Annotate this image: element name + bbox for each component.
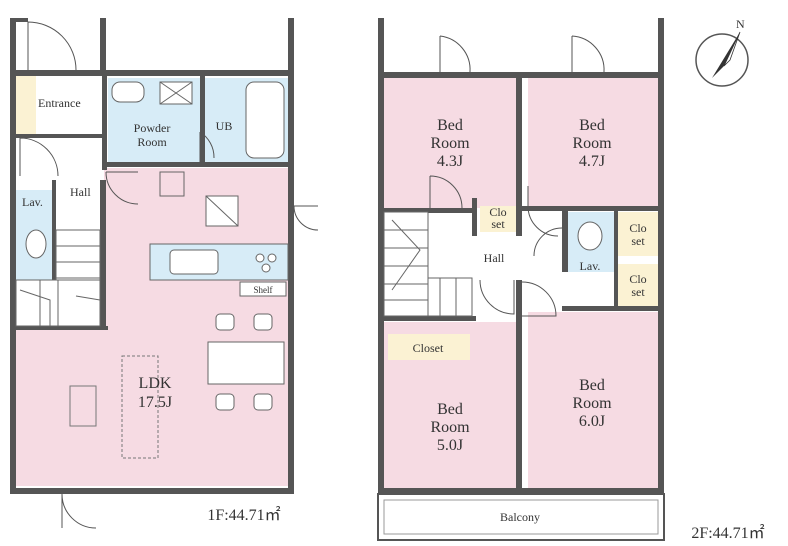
label-closet-big: Closet xyxy=(413,341,444,355)
label-bed2-l2: Room xyxy=(572,135,612,152)
closet-big-area xyxy=(388,334,470,360)
north-arrow-icon: N xyxy=(695,17,749,87)
label-bed3-l1: Bed xyxy=(437,401,463,418)
label-closet3-l2: set xyxy=(631,285,645,299)
label-shelf: Shelf xyxy=(254,285,273,295)
hall-2f-area xyxy=(428,236,562,278)
label-bed4-l2: Room xyxy=(572,395,612,412)
label-closet2-l2: set xyxy=(631,234,645,248)
shelf-box xyxy=(239,281,287,297)
closet-3-area xyxy=(618,264,658,308)
label-ldk-1: LDK xyxy=(139,375,172,392)
label-powder-1: Powder xyxy=(134,121,171,135)
stove-icon xyxy=(255,253,265,263)
lav-sink-2f-icon xyxy=(577,221,603,251)
bedroom-4-7j-area xyxy=(528,78,658,208)
label-bed2-l3: 4.7J xyxy=(579,153,605,170)
kitchen-sink-icon xyxy=(169,249,219,275)
label-bed1-l2: Room xyxy=(430,135,470,152)
label-bed1-l3: 4.3J xyxy=(437,153,463,170)
closet-2-area xyxy=(618,212,658,256)
label-closet1-l1: Clo xyxy=(489,205,506,219)
label-lav-2f: Lav. xyxy=(580,259,601,273)
bathtub-icon xyxy=(245,81,285,159)
bedroom-4-3j-area xyxy=(384,78,516,208)
sofa-outline xyxy=(121,355,159,459)
label-ub: UB xyxy=(216,119,233,133)
bedroom-6-0j-area xyxy=(528,312,658,488)
floor-1: Entrance Powder Room UB Hall Lav. Shelf … xyxy=(10,18,319,529)
label-hall-1f: Hall xyxy=(70,185,91,199)
label-hall-2f: Hall xyxy=(484,251,505,265)
compass-label: N xyxy=(736,17,745,31)
dining-table-icon xyxy=(207,341,285,385)
balcony-area xyxy=(377,493,665,541)
lav-sink-icon xyxy=(25,229,47,259)
label-ldk-2: 17.5J xyxy=(138,394,172,411)
stairs-1f xyxy=(15,229,101,327)
label-bed3-l2: Room xyxy=(430,419,470,436)
tv-board-outline xyxy=(69,385,97,427)
floor-2: Bed Room 4.3J Bed Room 4.7J Bed Room 5.0… xyxy=(377,18,765,542)
label-bed3-l3: 5.0J xyxy=(437,437,463,454)
label-balcony: Balcony xyxy=(500,510,540,524)
label-closet3-l1: Clo xyxy=(629,272,646,286)
sink-icon xyxy=(111,81,145,103)
floor2-area-label: 2F:44.71㎡ xyxy=(691,524,764,542)
label-bed4-l3: 6.0J xyxy=(579,413,605,430)
label-bed1-l1: Bed xyxy=(437,117,463,134)
label-bed4-l1: Bed xyxy=(579,377,605,394)
stairs-2f xyxy=(383,211,473,317)
closet-1-area xyxy=(480,206,516,232)
label-bed2-l1: Bed xyxy=(579,117,605,134)
label-powder-2: Room xyxy=(137,135,167,149)
label-closet1-l2: set xyxy=(491,217,505,231)
label-lav-1f: Lav. xyxy=(22,195,43,209)
vent-icon-2 xyxy=(159,171,185,197)
label-closet2-l1: Clo xyxy=(629,221,646,235)
floor1-area-label: 1F:44.71㎡ xyxy=(207,506,280,524)
label-entrance: Entrance xyxy=(38,96,81,110)
